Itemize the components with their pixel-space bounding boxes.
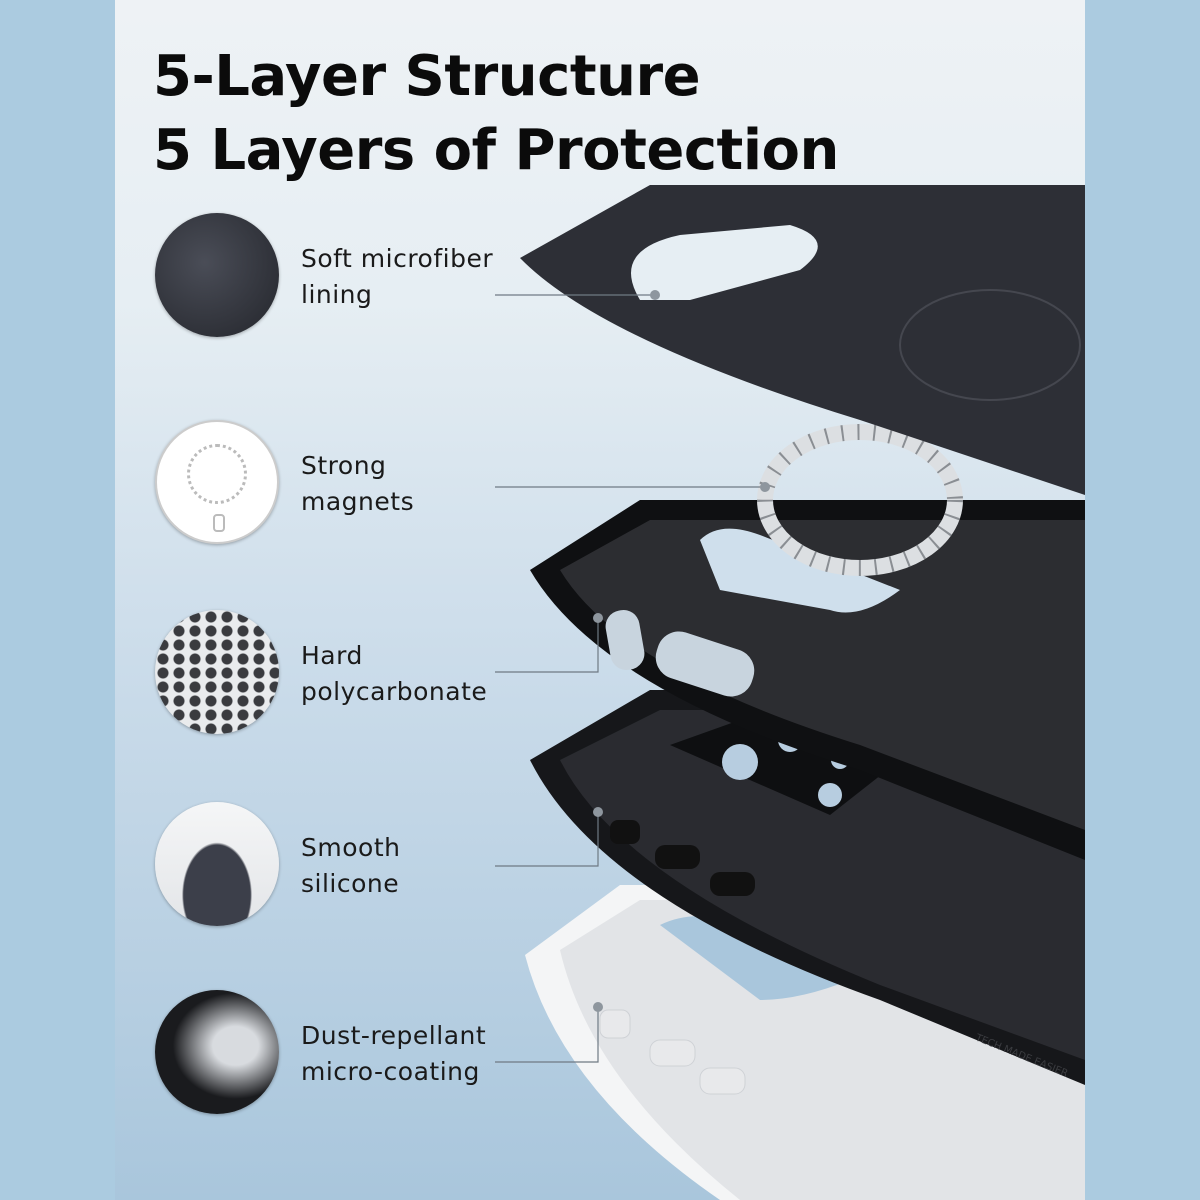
feature-polycarbonate: Hard polycarbonate — [155, 610, 555, 740]
spray-icon — [155, 990, 279, 1114]
polycarbonate-pellets-icon — [155, 610, 279, 734]
polycarbonate-case-layer — [530, 500, 1085, 860]
feature-magnets: Strong magnets — [155, 420, 555, 550]
magnet-ring-layer — [757, 424, 963, 576]
magnet-ring-icon — [155, 420, 279, 544]
case-layers-illustration: TECH MADE EASIER — [495, 185, 1085, 1200]
feature-label: Dust-repellant — [301, 1021, 487, 1050]
feature-microfiber: Soft microfiber lining — [155, 213, 555, 343]
silicone-icon — [155, 802, 279, 926]
right-border — [1085, 0, 1200, 1200]
microfiber-lining-layer — [520, 185, 1085, 495]
infographic-panel: TECH MADE EASIER — [115, 0, 1085, 1200]
feature-label: polycarbonate — [301, 677, 488, 706]
feature-label: Strong — [301, 451, 387, 480]
feature-label: Smooth — [301, 833, 401, 862]
feature-label: Hard — [301, 641, 363, 670]
feature-silicone: Smooth silicone — [155, 802, 555, 932]
callout-dots — [593, 290, 770, 1012]
microfiber-texture-icon — [155, 213, 279, 337]
feature-label: magnets — [301, 487, 415, 516]
feature-coating: Dust-repellant micro-coating — [155, 990, 555, 1120]
title-line-2: 5 Layers of Protection — [153, 118, 839, 183]
callout-lines — [495, 294, 765, 1063]
feature-label: silicone — [301, 869, 400, 898]
feature-label: Soft microfiber — [301, 244, 494, 273]
feature-label: lining — [301, 280, 373, 309]
page-title: 5-Layer Structure 5 Layers of Protection — [153, 40, 839, 188]
title-line-1: 5-Layer Structure — [153, 44, 701, 109]
left-border — [0, 0, 115, 1200]
feature-label: micro-coating — [301, 1057, 480, 1086]
